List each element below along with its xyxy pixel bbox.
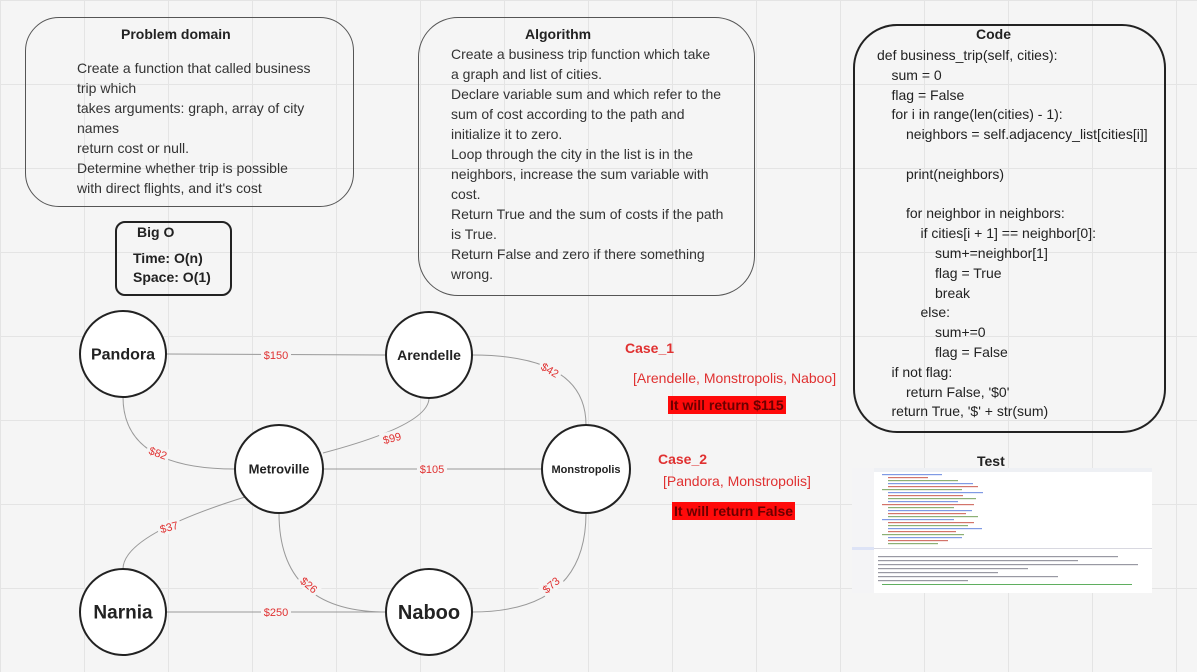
- code-line: flag = True: [935, 264, 1002, 281]
- text-line: Create a business trip function which ta…: [451, 46, 711, 62]
- code-line: for neighbor in neighbors:: [906, 205, 1065, 222]
- node-narnia: [79, 568, 167, 656]
- edge-arendelle-monstropolis: [471, 354, 587, 426]
- edge-label-bg: [261, 348, 291, 362]
- edge-weight-pandora-metroville: $82: [147, 445, 168, 463]
- big-o-title: Big O: [137, 224, 175, 240]
- code-line: if not flag:: [891, 363, 953, 380]
- code-line: def business_trip(self, cities):: [877, 47, 1058, 63]
- case-1-result: It will return $115: [668, 396, 786, 414]
- code-line: neighbors = self.adjacency_list[cities[i…: [906, 126, 1148, 143]
- edge-label-bg: [261, 605, 291, 619]
- edge-label-bg: [417, 462, 447, 476]
- text-line: Declare variable sum and which refer to …: [451, 86, 722, 102]
- problem-domain-card: Problem domain Create a function that ca…: [25, 17, 354, 207]
- case-2-result: It will return False: [672, 502, 796, 520]
- code-card: Code def business_trip(self, cities): sum…: [853, 24, 1166, 433]
- text-line: Determine whether trip is possible: [77, 160, 288, 176]
- edge-metroville-naboo: [278, 512, 387, 613]
- edge-pandora-metroville: [122, 396, 236, 470]
- graph-edges: $150$42$82$99$105$37$26$73$250: [122, 348, 587, 619]
- text-line: neighbors, increase the sum variable wit…: [451, 166, 709, 182]
- node-arendelle: [385, 311, 473, 399]
- text-line: initialize it to zero.: [451, 126, 563, 142]
- edge-weight-metroville-monstropolis: $105: [420, 464, 444, 476]
- node-metroville: [234, 424, 324, 514]
- node-label-narnia: Narnia: [93, 603, 153, 624]
- node-pandora: [79, 310, 167, 398]
- case-2-title: Case_2: [658, 451, 708, 467]
- algorithm-body: Create a business trip function which ta…: [451, 44, 747, 284]
- text-line: sum of cost according to the path and: [451, 106, 685, 122]
- code-block: def business_trip(self, cities): sum = 0 f…: [877, 46, 1148, 422]
- text-line: Return True and the sum of costs if the …: [451, 206, 724, 222]
- node-label-naboo: Naboo: [398, 602, 460, 624]
- code-line: flag = False: [935, 343, 1008, 360]
- text-line: a graph and list of cities.: [451, 66, 602, 82]
- edge-weight-metroville-arendelle: $99: [382, 431, 403, 447]
- edge-label-bg: [378, 428, 406, 448]
- edge-weight-metroville-narnia: $37: [159, 520, 180, 536]
- problem-domain-title: Problem domain: [121, 26, 231, 42]
- text-line: takes arguments: graph, array of city: [77, 100, 305, 116]
- text-line: trip which: [77, 80, 137, 96]
- text-line: cost.: [451, 186, 481, 202]
- text-line: Loop through the city in the list is in …: [451, 146, 694, 162]
- edge-label-bg: [537, 572, 565, 598]
- edge-label-bg: [295, 572, 323, 598]
- edge-weight-narnia-naboo: $250: [264, 607, 288, 619]
- code-line: return True, '$' + str(sum): [891, 403, 1049, 420]
- test-title: Test: [977, 453, 1005, 469]
- edge-weight-pandora-arendelle: $150: [264, 350, 288, 362]
- code-line: if cities[i + 1] == neighbor[0]:: [920, 225, 1097, 242]
- code-line: sum+=neighbor[1]: [935, 244, 1048, 261]
- text-line: wrong.: [451, 266, 494, 282]
- case-1-title: Case_1: [625, 340, 675, 356]
- case-2-input: [Pandora, Monstropolis]: [663, 473, 811, 489]
- edge-label-bg: [536, 358, 564, 382]
- text-line: names: [77, 120, 120, 136]
- code-line: sum = 0: [891, 66, 942, 83]
- edge-metroville-narnia: [122, 496, 246, 570]
- big-o-card: Big O Time: O(n) Space: O(1): [115, 221, 232, 296]
- edge-naboo-monstropolis: [471, 512, 587, 613]
- code-line: print(neighbors): [906, 165, 1005, 182]
- case-1-input: [Arendelle, Monstropolis, Naboo]: [633, 370, 837, 386]
- space-complexity: Space: O(1): [133, 269, 211, 285]
- problem-domain-body: Create a function that called business tr…: [77, 58, 337, 198]
- algorithm-card: Algorithm Create a business trip functio…: [418, 17, 755, 296]
- node-monstropolis: [541, 424, 631, 514]
- text-line: with direct flights, and it's cost: [77, 180, 262, 196]
- code-line: for i in range(len(cities) - 1):: [891, 106, 1063, 123]
- node-label-arendelle: Arendelle: [397, 347, 461, 363]
- code-title: Code: [976, 26, 1011, 42]
- edge-label-bg: [155, 517, 183, 537]
- text-line: Create a function that called business: [77, 60, 311, 76]
- text-line: is True.: [451, 226, 497, 242]
- node-label-monstropolis: Monstropolis: [551, 464, 620, 476]
- code-line: break: [935, 284, 971, 301]
- node-label-pandora: Pandora: [91, 347, 155, 364]
- time-complexity: Time: O(n): [133, 250, 203, 266]
- node-naboo: [385, 568, 473, 656]
- edge-label-bg: [144, 442, 172, 464]
- test-screenshot-thumbnail: [852, 468, 1152, 593]
- test-screenshot: [852, 468, 1152, 593]
- text-line: return cost or null.: [77, 140, 190, 156]
- algorithm-title: Algorithm: [525, 26, 592, 42]
- code-line: sum+=0: [935, 324, 986, 341]
- edge-metroville-arendelle: [322, 397, 430, 454]
- node-label-metroville: Metroville: [249, 462, 310, 477]
- code-line: return False, '$0': [906, 383, 1010, 400]
- text-line: Return False and zero if there something: [451, 246, 705, 262]
- code-line: flag = False: [891, 86, 965, 103]
- code-line: else:: [920, 304, 951, 321]
